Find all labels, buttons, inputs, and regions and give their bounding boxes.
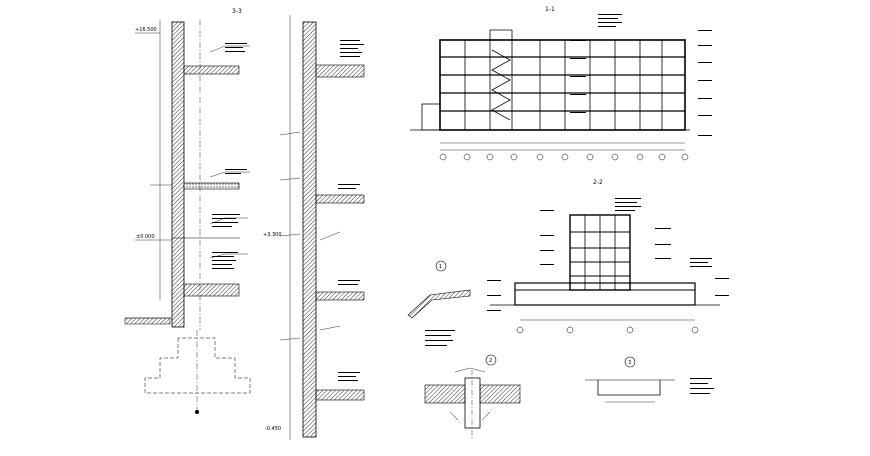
elev-mark-top: +16.500 [135, 27, 157, 33]
wall-section-middle: +3.300 -0.450 [263, 15, 365, 440]
section-2-2: 2-2 [487, 179, 729, 334]
section-1-1-title: 1-1 [545, 6, 555, 13]
detail-2-number: 2 [489, 358, 492, 364]
section-3-3-title: 3-3 [232, 8, 242, 15]
elev-mark-middle: +3.300 [263, 232, 282, 238]
detail-1: 1 [407, 260, 471, 346]
section-2-2-title: 2-2 [593, 179, 603, 186]
section-1-1: 1-1 [410, 6, 712, 161]
elev-mark-base: -0.450 [265, 426, 281, 432]
detail-2: 2 [424, 354, 521, 440]
detail-3-number: 3 [628, 360, 631, 366]
section-3-3: 3-3 +16.500 ±0.000 [124, 8, 251, 414]
elev-mark-ground: ±0.000 [136, 234, 155, 240]
detail-1-number: 1 [439, 264, 442, 270]
detail-3: 3 [585, 356, 714, 403]
